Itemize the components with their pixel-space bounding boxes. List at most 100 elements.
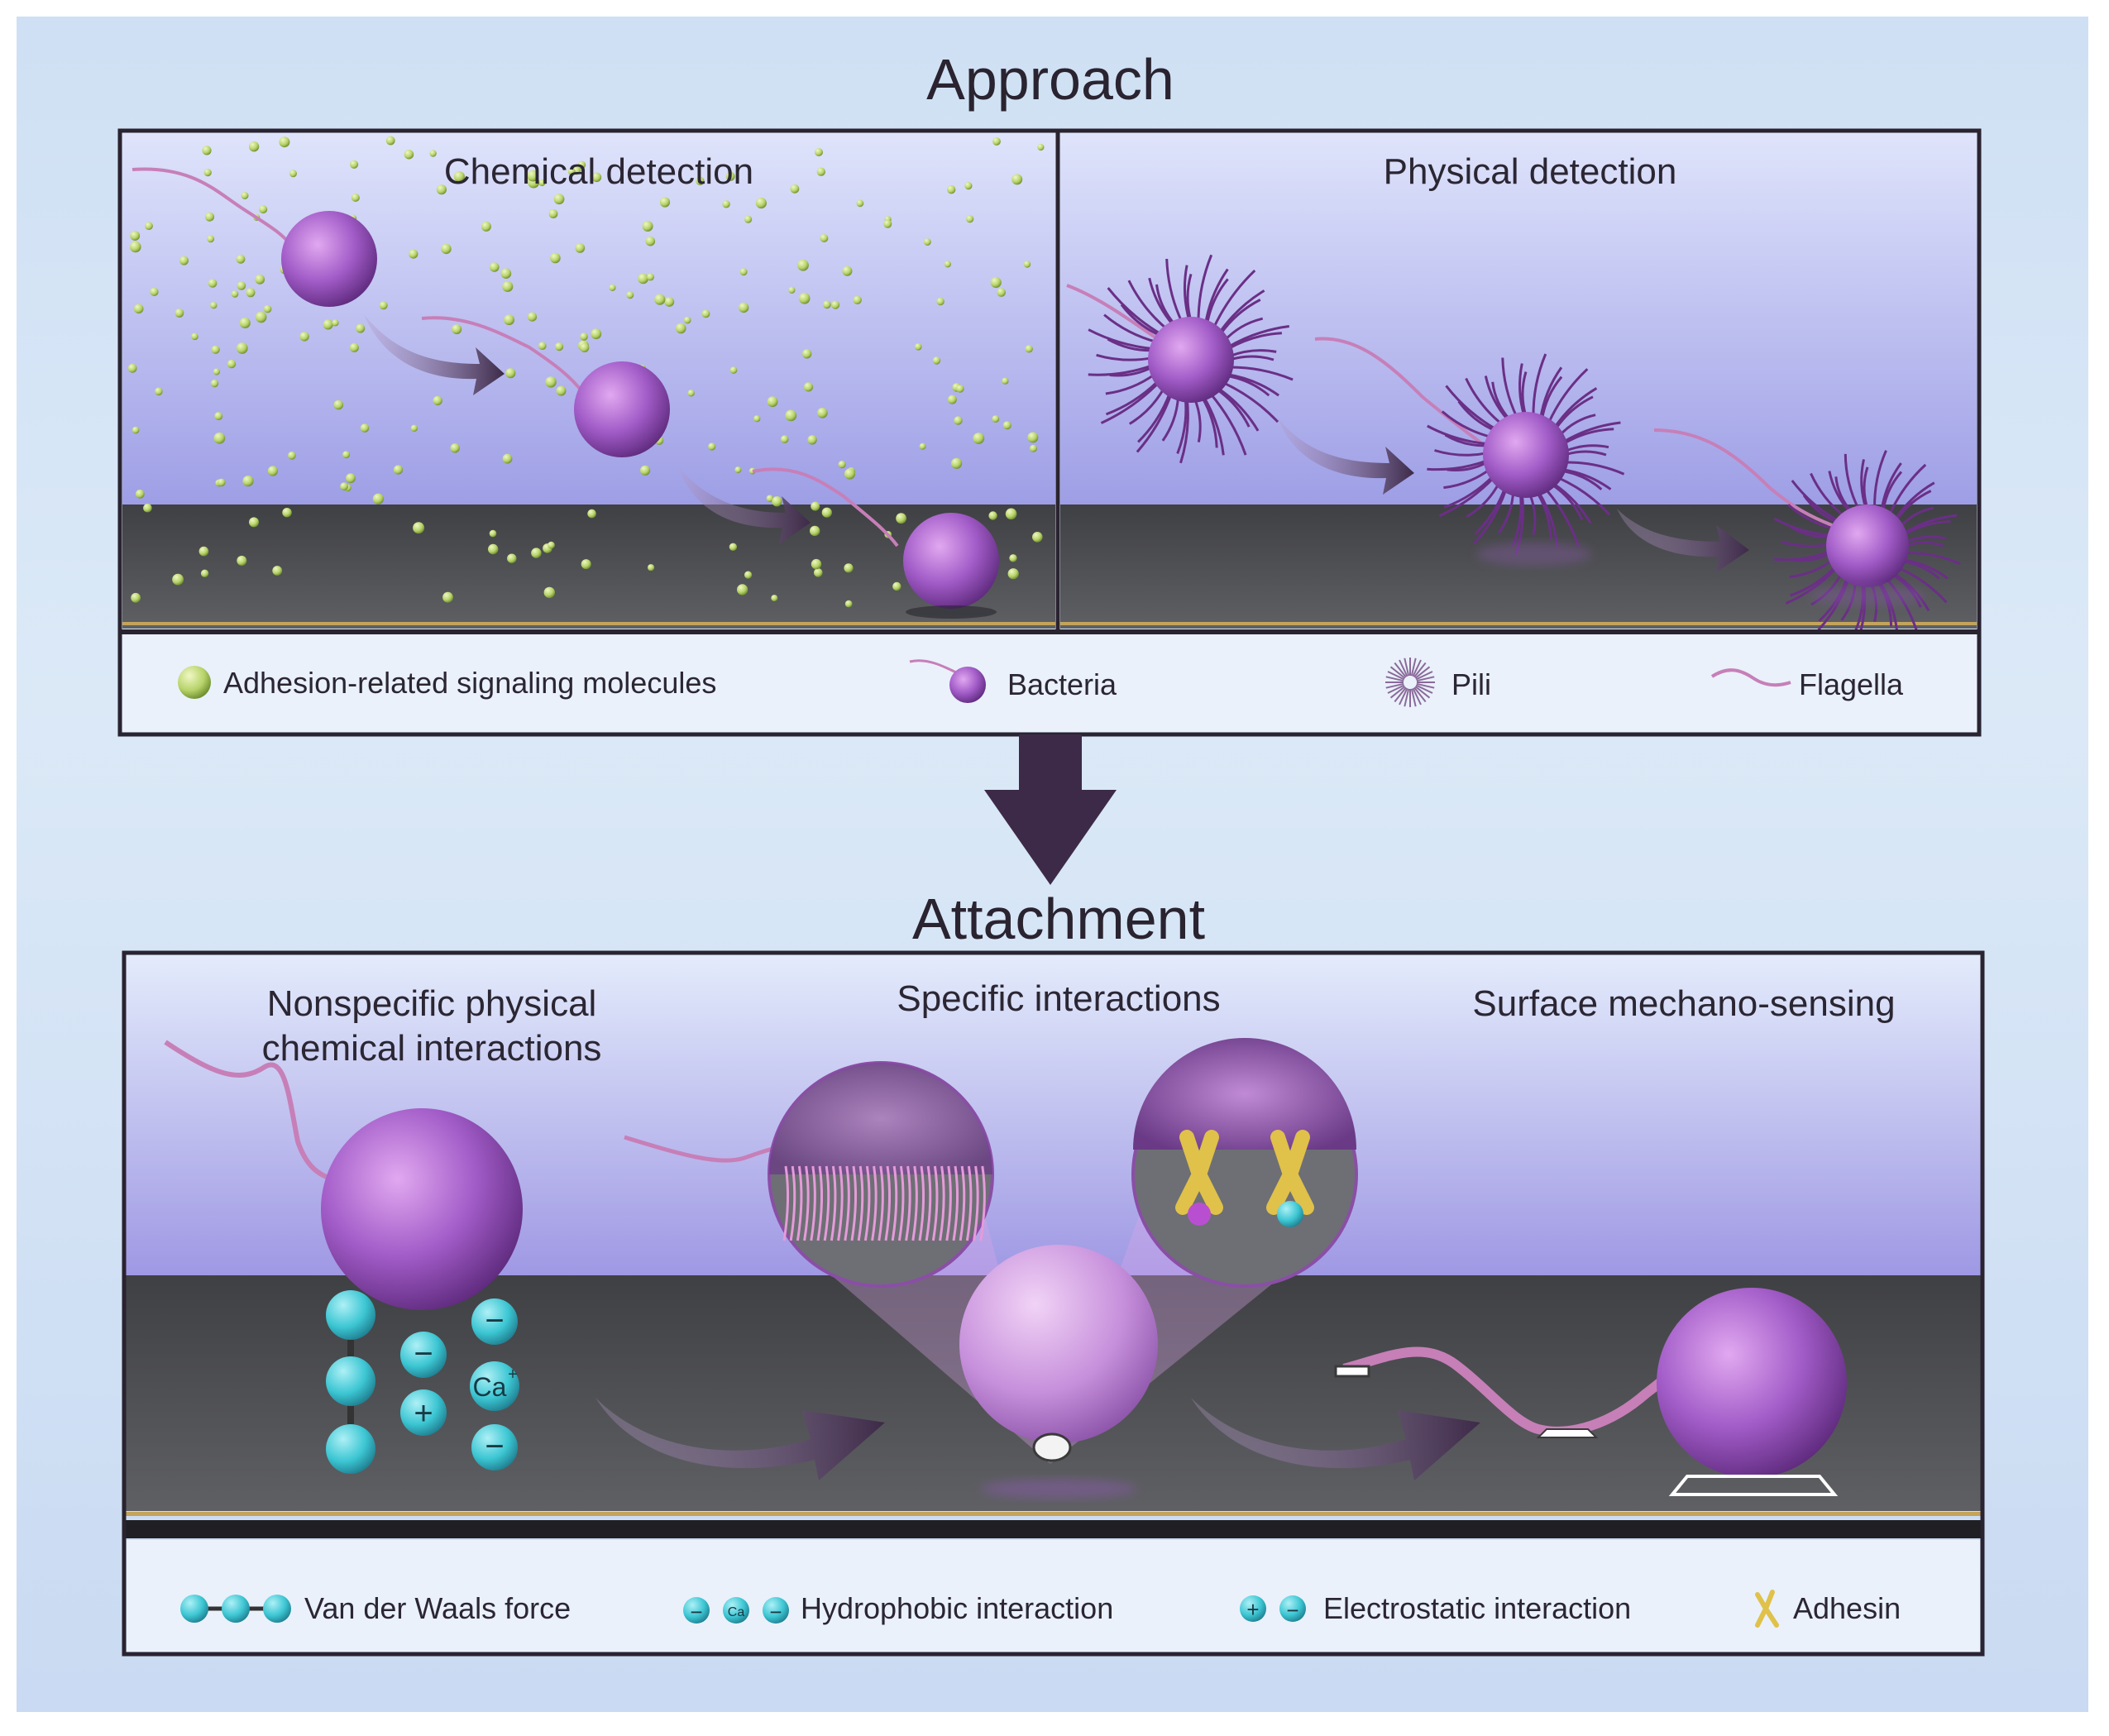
movement-arrow <box>678 467 811 544</box>
signaling-molecule <box>198 546 209 557</box>
signaling-molecule <box>342 451 351 459</box>
signaling-molecule <box>580 332 588 341</box>
signaling-molecule <box>263 304 272 313</box>
flagellum <box>132 167 295 250</box>
signaling-molecule <box>172 573 184 586</box>
electrostatic-legend-icon: + − <box>1240 1595 1306 1623</box>
bacterium-shadow <box>906 605 997 619</box>
signaling-molecule <box>207 235 215 243</box>
flagellum <box>1314 337 1482 444</box>
signaling-molecule <box>429 150 437 157</box>
bacterium <box>903 513 999 609</box>
signaling-molecule <box>609 284 616 291</box>
signaling-molecule <box>237 555 247 566</box>
signaling-molecule <box>739 302 749 313</box>
signaling-molecule <box>990 276 1002 289</box>
legend-flagella: Flagella <box>1799 667 1904 701</box>
minus-sign: − <box>485 1428 504 1465</box>
bacterium-shadow <box>980 1479 1137 1499</box>
signaling-molecule <box>577 160 586 170</box>
signaling-molecule <box>755 197 768 209</box>
legend-electrostatic: Electrostatic interaction <box>1323 1591 1631 1625</box>
signaling-molecule <box>790 184 800 194</box>
signaling-molecule <box>767 396 778 408</box>
signaling-molecule <box>844 600 853 608</box>
signaling-molecule <box>575 243 586 253</box>
bacteria-icon <box>949 667 986 703</box>
signaling-molecule <box>413 522 425 534</box>
signaling-molecule <box>218 478 226 487</box>
signaling-molecule <box>654 294 666 305</box>
signaling-molecule <box>231 290 239 298</box>
signaling-molecule <box>838 461 846 469</box>
signaling-molecule <box>992 415 1000 423</box>
signaling-molecule <box>441 243 452 255</box>
signaling-molecule <box>814 568 823 577</box>
signaling-molecule <box>150 287 159 296</box>
svg-text:−: − <box>769 1600 782 1624</box>
movement-arrow <box>1191 1398 1480 1480</box>
signaling-molecule <box>145 222 153 231</box>
signaling-molecule <box>527 312 538 322</box>
signaling-molecule <box>1005 508 1017 520</box>
signaling-molecule <box>249 517 259 528</box>
flagella-icon <box>1710 668 1791 687</box>
legend-bacteria: Bacteria <box>1007 667 1117 701</box>
signaling-molecule <box>842 265 853 276</box>
piliated-bacterium <box>1088 254 1294 464</box>
signaling-molecule <box>844 563 854 573</box>
signaling-molecule <box>567 168 576 175</box>
signaling-molecule <box>155 387 163 396</box>
signaling-molecule <box>490 262 500 272</box>
signaling-molecule <box>191 332 198 341</box>
bacterium <box>959 1245 1158 1443</box>
signaling-molecule <box>1007 568 1019 580</box>
attachment-title: Attachment <box>912 887 1205 951</box>
minus-sign: − <box>414 1336 433 1372</box>
signaling-molecule <box>944 261 951 268</box>
signaling-molecule <box>248 141 260 152</box>
signaling-molecule <box>701 309 710 318</box>
signaling-molecule <box>385 136 395 146</box>
signaling-molecule <box>992 137 1001 146</box>
nonspecific-label-line2: chemical interactions <box>262 1028 602 1069</box>
signaling-molecule <box>239 318 251 328</box>
signaling-molecule <box>410 424 418 432</box>
signaling-molecule <box>507 553 517 563</box>
legend-signaling: Adhesion-related signaling molecules <box>223 666 716 700</box>
legend-ion-small: Ca <box>728 1605 745 1619</box>
signaling-molecule <box>626 291 634 299</box>
signaling-molecule <box>208 279 218 288</box>
signaling-molecule <box>175 308 184 318</box>
signaling-molecule <box>645 236 656 246</box>
signaling-molecule <box>947 185 956 194</box>
signaling-molecule <box>127 363 137 373</box>
signaling-molecule <box>772 496 782 507</box>
signaling-molecule <box>288 451 296 460</box>
signaling-molecule <box>640 465 651 476</box>
signaling-molecule <box>1027 432 1039 443</box>
signaling-molecule <box>356 323 366 333</box>
signaling-molecule <box>489 529 497 538</box>
signaling-molecule <box>242 476 254 487</box>
signaling-molecule <box>289 170 297 178</box>
signaling-molecule <box>676 323 686 334</box>
signaling-molecule <box>346 473 356 484</box>
signaling-molecule <box>947 395 957 404</box>
signaling-molecule <box>246 288 256 298</box>
signaling-molecule <box>771 595 778 602</box>
signaling-molecule <box>259 205 268 214</box>
signaling-molecule <box>883 219 892 228</box>
signaling-molecule <box>236 254 246 264</box>
signaling-molecule <box>267 466 278 476</box>
signaling-molecule <box>856 199 864 208</box>
signaling-molecule <box>332 319 339 327</box>
signaling-molecule <box>780 435 789 443</box>
bacterium <box>1657 1288 1847 1478</box>
signaling-molecule <box>130 241 141 253</box>
signaling-molecule <box>664 297 675 307</box>
signaling-molecule <box>936 297 945 306</box>
signaling-molecule <box>556 385 567 396</box>
signaling-molecule <box>1025 345 1033 353</box>
